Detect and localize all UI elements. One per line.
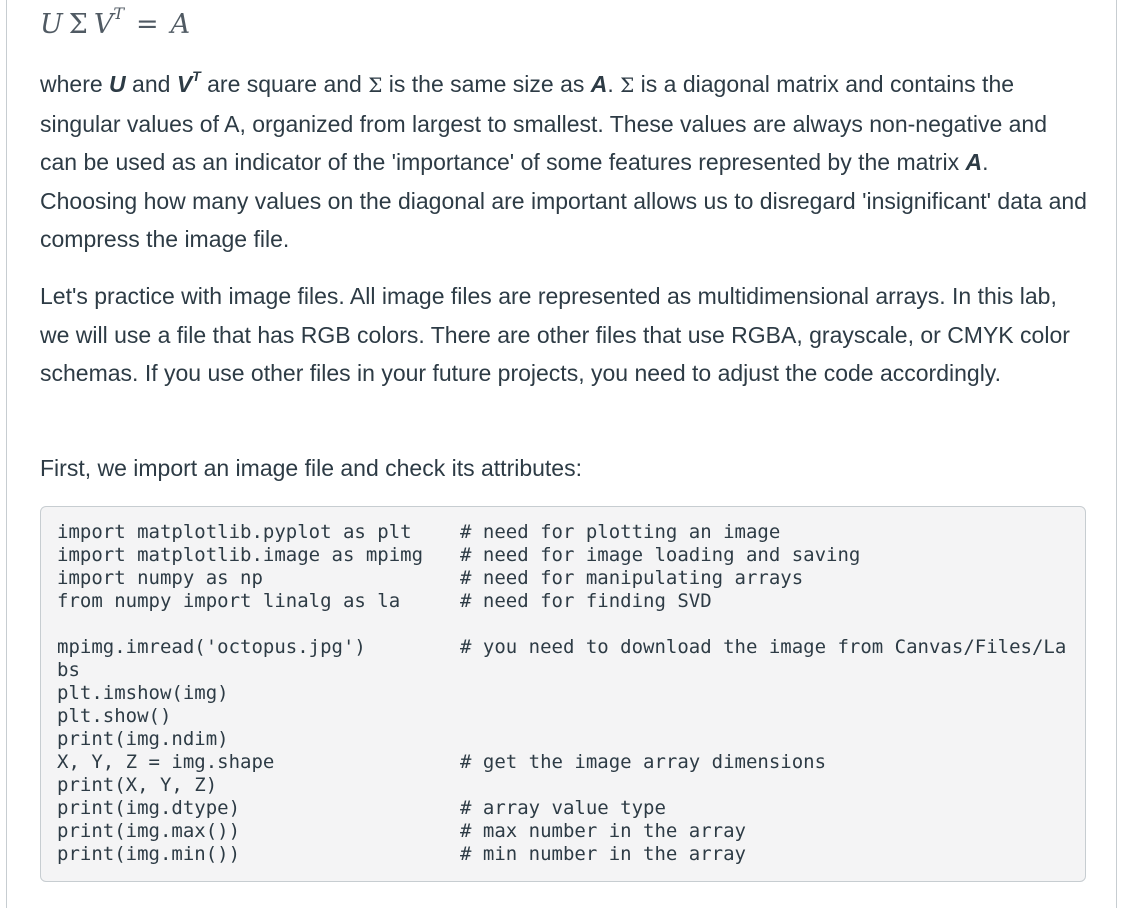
p1-u: U (109, 71, 126, 97)
p1-text-5: . (607, 71, 621, 97)
equation-u: U (40, 9, 63, 40)
code-line: import matplotlib.pyplot as plt (57, 521, 412, 543)
p1-text-2: and (125, 71, 177, 97)
code-comment: # need for plotting an image (460, 521, 781, 543)
p1-text-7: . Choosing how many values on the diagon… (40, 149, 1087, 252)
code-comment: # you need to download the image from Ca… (460, 636, 1067, 658)
code-line: print(img.dtype) (57, 797, 241, 819)
p1-text-4: is the same size as (382, 71, 591, 97)
p1-v: V (176, 71, 193, 97)
code-line: import matplotlib.image as mpimg (57, 544, 424, 566)
equation-a: A (170, 9, 191, 40)
equation-transpose: T (113, 4, 125, 23)
code-line: print(img.ndim) (57, 728, 229, 750)
code-line: print(img.max()) (57, 820, 241, 842)
code-line: bs (57, 659, 80, 681)
p1-a-2: A (965, 149, 983, 175)
code-comment: # min number in the array (460, 843, 746, 865)
paragraph-image-files: Let's practice with image files. All ima… (40, 283, 1070, 386)
p1-sigma-2: Σ (620, 73, 635, 97)
paragraph-svd-description: where U and VT are square and Σ is the s… (40, 65, 1090, 259)
code-line: mpimg.imread('octopus.jpg') (57, 636, 366, 658)
p1-sigma-1: Σ (368, 73, 383, 97)
code-comment: # need for image loading and saving (460, 544, 861, 566)
code-comment: # get the image array dimensions (460, 751, 827, 773)
p1-text-1: where (40, 71, 110, 97)
code-comment: # need for finding SVD (460, 590, 712, 612)
code-line: X, Y, Z = img.shape (57, 751, 275, 773)
code-line: from numpy import linalg as la (57, 590, 401, 612)
code-line: import numpy as np (57, 567, 263, 589)
code-line: print(img.min()) (57, 843, 241, 865)
code-comment: # max number in the array (460, 820, 746, 842)
code-comment: # need for manipulating arrays (460, 567, 804, 589)
equation-sigma: Σ (68, 9, 88, 40)
p1-text-3: are square and (200, 71, 369, 97)
code-block: import matplotlib.pyplot as plt import m… (40, 506, 1086, 882)
equation-v: V (93, 9, 114, 40)
code-line: print(X, Y, Z) (57, 774, 218, 796)
p1-transpose: T (192, 68, 201, 85)
p1-a-1: A (590, 71, 608, 97)
code-comment: # array value type (460, 797, 666, 819)
equation-equals: = (136, 9, 159, 40)
p1-text-6: is a diagonal matrix and contains the si… (40, 71, 1048, 175)
paragraph-import-intro: First, we import an image file and check… (40, 455, 582, 481)
code-line: plt.imshow(img) (57, 682, 229, 704)
code-line: plt.show() (57, 705, 172, 727)
